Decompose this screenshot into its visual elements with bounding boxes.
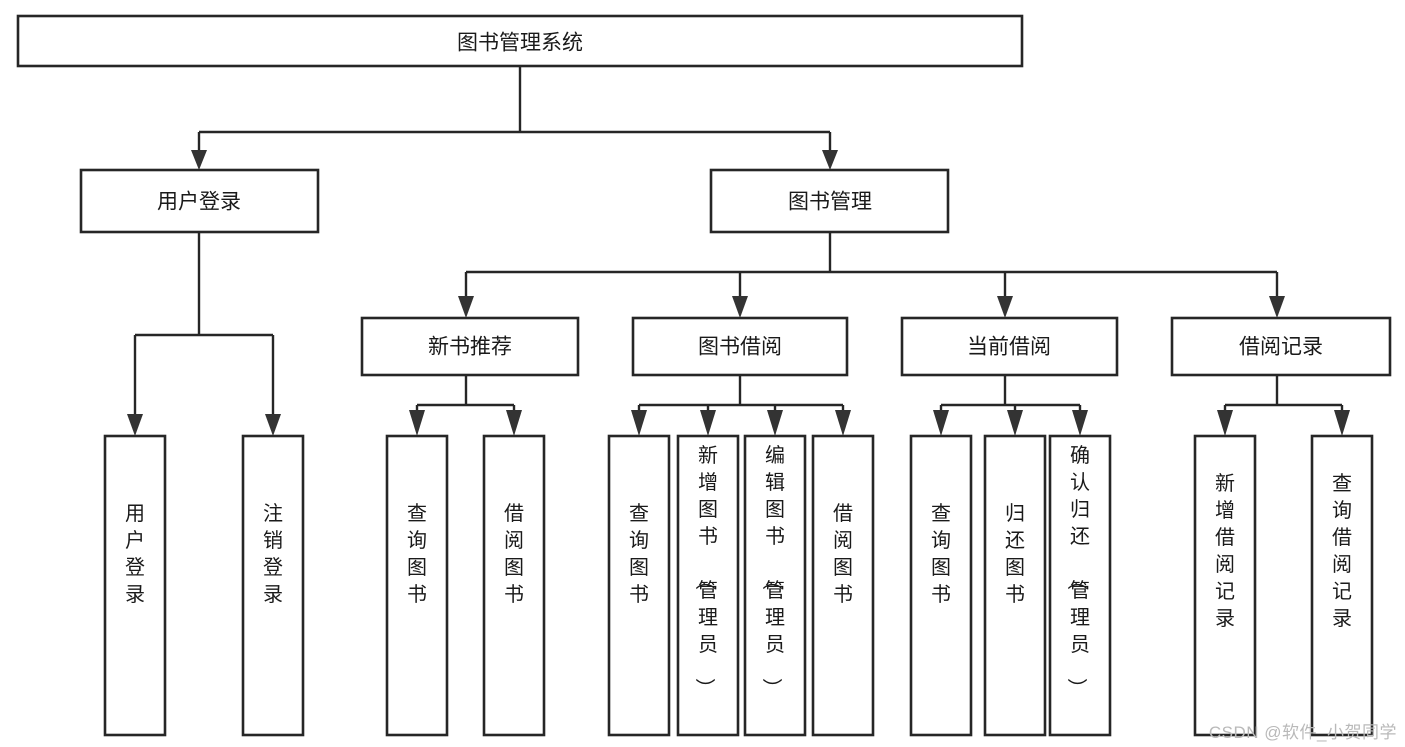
node-leaf-add-record-label: 新增借阅记录 — [1215, 472, 1235, 630]
node-leaf-add-record-box[interactable] — [1193, 434, 1257, 737]
node-leaf-edit-book[interactable]: 编辑图书（管理员） — [743, 434, 807, 737]
node-new-book-rec-label: 新书推荐 — [428, 336, 512, 359]
arrow-head-leaf-edit-book — [767, 410, 783, 436]
node-leaf-query-book-2-box[interactable] — [607, 434, 671, 737]
node-leaf-query-book-2[interactable]: 查询图书 — [607, 434, 671, 737]
csdn-watermark: CSDN @软件_小贺同学 — [1208, 723, 1397, 742]
node-current-borrow-box[interactable] — [900, 316, 1119, 377]
node-leaf-query-book-1-label: 查询图书 — [407, 502, 427, 606]
node-current-borrow-label: 当前借阅 — [967, 336, 1051, 359]
node-new-book-rec-box[interactable] — [360, 316, 580, 377]
arrow-head-leaf-query-book-2 — [631, 410, 647, 436]
connector-layer — [127, 66, 1350, 436]
node-leaf-user-login[interactable]: 用户登录 — [103, 434, 167, 737]
node-leaf-query-record-box[interactable] — [1310, 434, 1374, 737]
node-user-login[interactable]: 用户登录 — [79, 168, 320, 234]
arrow-head-leaf-add-record — [1217, 410, 1233, 436]
node-borrow-record-label: 借阅记录 — [1239, 336, 1323, 359]
arrow-head-leaf-return-book — [1007, 410, 1023, 436]
arrow-head-leaf-query-book-3 — [933, 410, 949, 436]
arrow-head-leaf-confirm-return — [1072, 410, 1088, 436]
node-leaf-query-record[interactable]: 查询借阅记录 — [1310, 434, 1374, 737]
node-leaf-borrow-book-2-box[interactable] — [811, 434, 875, 737]
arrow-head-user-login — [191, 150, 207, 170]
arrow-head-borrow-record — [1269, 296, 1285, 318]
node-book-manage[interactable]: 图书管理 — [709, 168, 950, 234]
node-user-login-box[interactable] — [79, 168, 320, 234]
node-leaf-edit-book-box[interactable] — [743, 434, 807, 737]
node-book-borrow-label: 图书借阅 — [698, 336, 782, 359]
node-leaf-query-record-label: 查询借阅记录 — [1332, 472, 1352, 630]
node-root[interactable]: 图书管理系统 — [16, 14, 1024, 68]
node-user-login-label: 用户登录 — [157, 191, 241, 214]
node-leaf-query-book-3-label: 查询图书 — [931, 502, 951, 606]
arrow-head-book-manage — [822, 150, 838, 170]
arrow-head-current-borrow — [997, 296, 1013, 318]
node-leaf-query-book-2-label: 查询图书 — [629, 502, 649, 606]
node-leaf-borrow-book-1[interactable]: 借阅图书 — [482, 434, 546, 737]
arrow-head-leaf-query-book-1 — [409, 410, 425, 436]
node-book-manage-box[interactable] — [709, 168, 950, 234]
node-book-manage-label: 图书管理 — [788, 191, 872, 214]
node-root-box[interactable] — [16, 14, 1024, 68]
node-leaf-borrow-book-1-label: 借阅图书 — [504, 502, 524, 606]
node-leaf-return-book[interactable]: 归还图书 — [983, 434, 1047, 737]
node-leaf-confirm-return[interactable]: 确认归还（管理员） — [1048, 434, 1112, 737]
node-leaf-borrow-book-1-box[interactable] — [482, 434, 546, 737]
arrow-head-leaf-logout — [265, 414, 281, 436]
node-leaf-add-book[interactable]: 新增图书（管理员） — [676, 434, 740, 737]
node-leaf-logout-box[interactable] — [241, 434, 305, 737]
node-leaf-return-book-box[interactable] — [983, 434, 1047, 737]
node-leaf-add-record[interactable]: 新增借阅记录 — [1193, 434, 1257, 737]
node-leaf-query-book-1[interactable]: 查询图书 — [385, 434, 449, 737]
arrow-head-leaf-user-login — [127, 414, 143, 436]
node-leaf-user-login-box[interactable] — [103, 434, 167, 737]
arrow-head-leaf-borrow-book-2 — [835, 410, 851, 436]
arrow-head-book-borrow — [732, 296, 748, 318]
node-borrow-record[interactable]: 借阅记录 — [1170, 316, 1392, 377]
node-leaf-borrow-book-2[interactable]: 借阅图书 — [811, 434, 875, 737]
node-leaf-confirm-return-box[interactable] — [1048, 434, 1112, 737]
node-book-borrow-box[interactable] — [631, 316, 849, 377]
node-leaf-user-login-label: 用户登录 — [125, 503, 145, 606]
node-root-label: 图书管理系统 — [457, 32, 583, 55]
arrow-head-leaf-add-book — [700, 410, 716, 436]
node-book-borrow[interactable]: 图书借阅 — [631, 316, 849, 377]
node-leaf-add-book-label: 新增图书（管理员） — [693, 444, 718, 698]
node-new-book-rec[interactable]: 新书推荐 — [360, 316, 580, 377]
node-leaf-logout-label: 注销登录 — [263, 502, 283, 606]
node-leaf-add-book-box[interactable] — [676, 434, 740, 737]
node-leaf-borrow-book-2-label: 借阅图书 — [833, 502, 853, 606]
node-leaf-edit-book-label: 编辑图书（管理员） — [760, 444, 785, 698]
node-current-borrow[interactable]: 当前借阅 — [900, 316, 1119, 377]
node-leaf-logout[interactable]: 注销登录 — [241, 434, 305, 737]
node-leaf-query-book-1-box[interactable] — [385, 434, 449, 737]
node-leaf-query-book-3[interactable]: 查询图书 — [909, 434, 973, 737]
arrow-head-leaf-query-record — [1334, 410, 1350, 436]
arrow-head-leaf-borrow-book-1 — [506, 410, 522, 436]
arrow-head-new-book-rec — [458, 296, 474, 318]
node-leaf-confirm-return-label: 确认归还（管理员） — [1065, 444, 1090, 698]
node-borrow-record-box[interactable] — [1170, 316, 1392, 377]
node-leaf-return-book-label: 归还图书 — [1005, 502, 1025, 606]
node-leaf-query-book-3-box[interactable] — [909, 434, 973, 737]
